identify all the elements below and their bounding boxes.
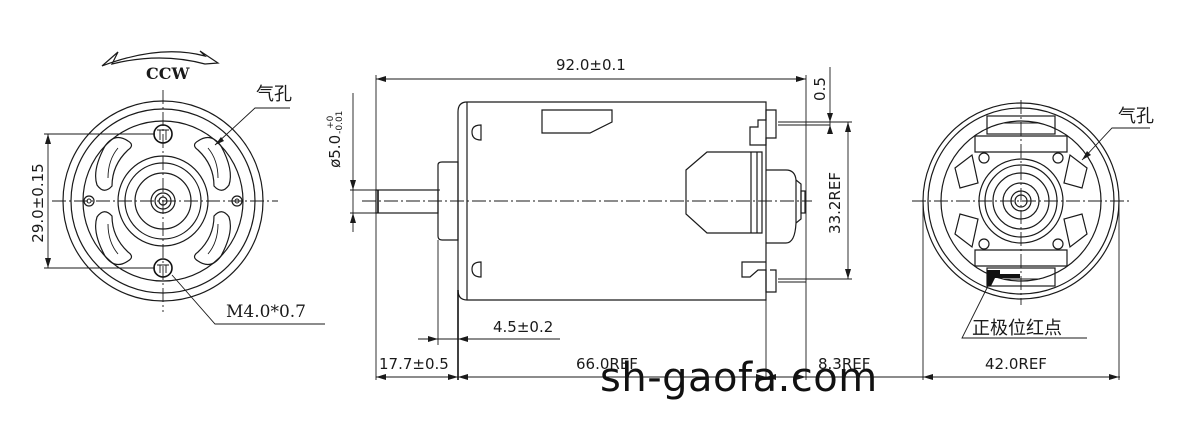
shaft-diameter-dim: ø5.0+0-0.01	[325, 94, 345, 184]
rear-length-dim: 8.3REF	[818, 355, 871, 373]
front-view	[44, 50, 325, 325]
shaft-length-dim: 17.7±0.5	[379, 355, 449, 373]
polarity-label: 正极位红点	[972, 318, 1062, 339]
overall-length-dim: 92.0±0.1	[556, 56, 626, 74]
terminal-height-dim: 33.2REF	[826, 172, 844, 234]
watermark: sh-gaofa.com	[600, 355, 878, 401]
shaft-tol-lower: -0.01	[334, 110, 345, 134]
thread-label: M4.0*0.7	[226, 302, 306, 322]
side-view	[350, 67, 1120, 380]
boss-length-dim: 4.5±0.2	[493, 318, 554, 336]
polarity-marker	[987, 270, 1020, 286]
offset-dim: 0.5	[811, 77, 829, 101]
body-length-dim: 66.0REF	[576, 355, 638, 373]
vent-slot-icon	[95, 136, 231, 266]
ccw-arrow-icon	[101, 50, 220, 67]
hole-spacing-dim: 29.0±0.15	[29, 163, 47, 243]
shaft-diameter-value: ø5.0	[325, 134, 344, 168]
front-vent-hole-label: 气孔	[256, 84, 292, 105]
rear-vent-hole-label: 气孔	[1118, 106, 1154, 127]
rear-view	[912, 100, 1150, 380]
rotation-label: CCW	[146, 64, 190, 83]
rear-diameter-dim: 42.0REF	[985, 355, 1047, 373]
